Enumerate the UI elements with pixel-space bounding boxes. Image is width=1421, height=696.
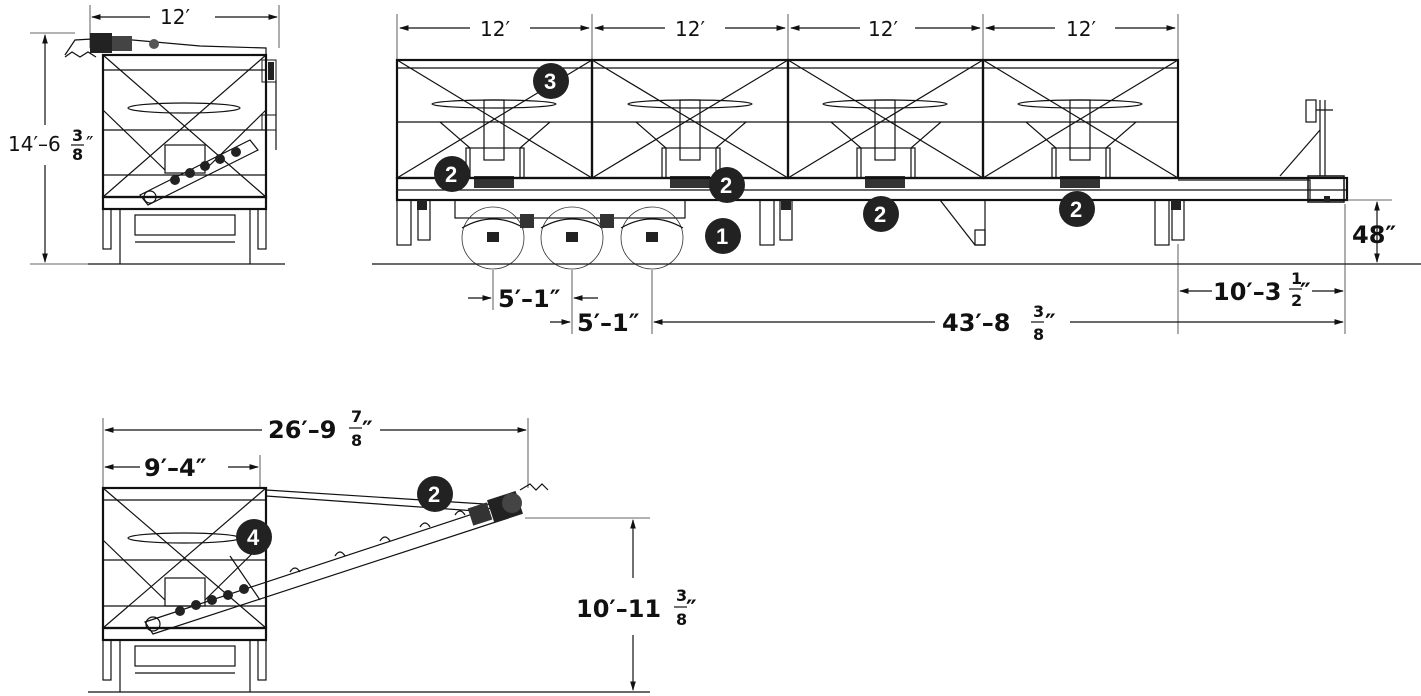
svg-text:″: ″ xyxy=(1300,278,1311,306)
svg-text:2: 2 xyxy=(1070,197,1082,222)
bin-width-3: 12′ xyxy=(868,17,898,41)
svg-text:2: 2 xyxy=(428,482,440,507)
axle-spacing-1: 5′–1″ xyxy=(468,285,598,313)
svg-text:2: 2 xyxy=(1291,291,1302,310)
svg-text:8: 8 xyxy=(351,431,362,450)
svg-text:2: 2 xyxy=(720,173,732,198)
svg-text:8: 8 xyxy=(676,610,687,629)
svg-text:2: 2 xyxy=(445,162,457,187)
svg-text:7: 7 xyxy=(351,407,362,426)
svg-text:14′–6: 14′–6 xyxy=(8,132,61,156)
bin-3 xyxy=(786,58,985,188)
side-height-dimension: 14′–6 3 8 ″ xyxy=(8,126,93,164)
callout-3: 3 xyxy=(533,63,569,99)
discharge-height-dimension: 10′–11 3 8 ″ xyxy=(576,519,697,691)
callout-4: 4 xyxy=(236,519,272,555)
svg-text:4: 4 xyxy=(247,525,260,550)
callout-2-bin2: 2 xyxy=(709,167,745,203)
svg-text:3: 3 xyxy=(544,69,556,94)
callout-2-bin3: 2 xyxy=(863,196,899,232)
svg-text:3: 3 xyxy=(1033,302,1044,321)
callout-1: 1 xyxy=(705,218,741,254)
svg-text:1: 1 xyxy=(716,224,728,249)
svg-text:5′–1″: 5′–1″ xyxy=(577,309,640,337)
overall-length-dimension: 43′–8 3 8 ″ xyxy=(653,302,1344,344)
hitch-length-dimension: 10′–3 1 2 ″ xyxy=(1179,269,1344,310)
conveyor-reach-dimension: 26′–9 7 8 ″ xyxy=(104,407,527,450)
callout-badges: 1 2 2 2 2 2 3 4 xyxy=(236,63,1095,555)
axle-group xyxy=(454,199,686,270)
svg-text:8: 8 xyxy=(1033,325,1044,344)
conveyor-view: 26′–9 7 8 ″ 9′–4″ xyxy=(88,407,697,693)
conveyor-bin-width-dimension: 9′–4″ xyxy=(104,454,259,482)
svg-text:5′–1″: 5′–1″ xyxy=(498,285,561,313)
side-width-dimension: 12′ xyxy=(160,5,190,29)
svg-text:1: 1 xyxy=(1291,269,1302,288)
side-view: 12′ 14′–6 3 8 ″ xyxy=(8,5,285,265)
callout-2-conveyor: 2 xyxy=(417,476,453,512)
callout-2-bin1: 2 xyxy=(434,156,470,192)
svg-text:43′–8: 43′–8 xyxy=(942,309,1010,337)
front-view: 12′ 12′ 12′ 12′ xyxy=(372,14,1421,344)
svg-text:2: 2 xyxy=(874,202,886,227)
svg-text:″: ″ xyxy=(362,416,373,444)
svg-text:″: ″ xyxy=(86,132,93,156)
svg-text:48″: 48″ xyxy=(1352,221,1396,249)
bin-2 xyxy=(590,58,790,188)
bin-width-4: 12′ xyxy=(1066,17,1096,41)
svg-text:8: 8 xyxy=(72,145,83,164)
frame-height-dimension: 48″ xyxy=(1345,199,1396,263)
axle-spacing-2: 5′–1″ xyxy=(550,309,640,337)
bin-4 xyxy=(981,58,1180,188)
bin-width-2: 12′ xyxy=(675,17,705,41)
svg-text:26′–9: 26′–9 xyxy=(268,416,336,444)
svg-text:3: 3 xyxy=(676,586,687,605)
svg-text:3: 3 xyxy=(72,126,83,145)
svg-text:″: ″ xyxy=(686,595,697,623)
svg-text:″: ″ xyxy=(1045,309,1056,337)
callout-2-bin4: 2 xyxy=(1059,191,1095,227)
svg-text:10′–11: 10′–11 xyxy=(576,595,661,623)
svg-text:10′–3: 10′–3 xyxy=(1213,278,1281,306)
bin-width-dimensions: 12′ 12′ 12′ 12′ xyxy=(396,14,1179,60)
side-hopper xyxy=(64,33,277,264)
inclined-conveyor xyxy=(144,483,549,635)
conveyor-hopper xyxy=(101,486,268,692)
bin-width-1: 12′ xyxy=(480,17,510,41)
svg-text:9′–4″: 9′–4″ xyxy=(144,454,207,482)
